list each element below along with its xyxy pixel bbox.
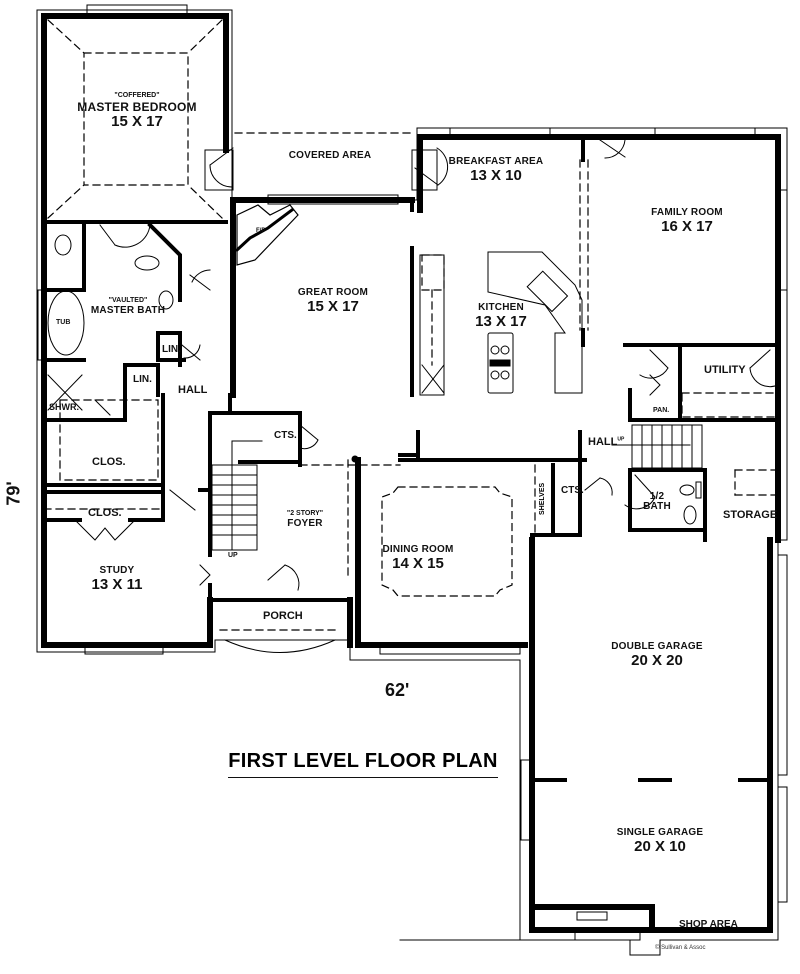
room-single-garage: SINGLE GARAGE 20 X 10 [616,827,704,855]
ceiling-note: "COFFERED" [114,92,160,99]
room-family-room: FAMILY ROOM 16 X 17 [651,207,723,235]
ceiling-note: "2 STORY" [286,510,324,517]
room-kitchen: KITCHEN 13 X 17 [475,302,527,330]
room-great-room: GREAT ROOM 15 X 17 [297,287,369,315]
room-dimensions: 20 X 10 [634,838,686,855]
room-foyer: "2 STORY" FOYER [287,510,323,529]
doors [74,139,779,591]
hall-label: HALLUP [588,436,624,448]
room-dimensions: 14 X 15 [392,555,444,572]
room-dimensions: 13 X 11 [91,576,143,593]
room-name: MASTER BEDROOM [77,100,197,114]
storage-label: STORAGE [723,509,778,521]
room-covered-area: COVERED AREA [289,151,372,161]
room-double-garage: DOUBLE GARAGE 20 X 20 [611,641,703,669]
room-name: DINING ROOM [382,544,454,555]
room-name: BREAKFAST AREA [448,156,544,167]
room-master-bedroom: "COFFERED" MASTER BEDROOM 15 X 17 [77,92,196,129]
bath-fixtures [47,234,702,525]
room-name: DOUBLE GARAGE [611,641,703,652]
ceiling-note: "VAULTED" [108,297,148,304]
porch-label: PORCH [263,610,303,622]
stair-up-label: UP [617,436,625,443]
shower-label: SHWR. [49,402,79,412]
room-breakfast-area: BREAKFAST AREA 13 X 10 [448,156,544,184]
room-master-bath: "VAULTED" MASTER BATH [91,297,165,316]
room-name: FAMILY ROOM [651,207,723,218]
shop-area-label: SHOP AREA [679,919,738,930]
closet-label: CLOS. [92,456,126,468]
dashed-lines [43,19,777,631]
kitchen-cabinets [419,251,583,396]
overall-depth-dimension: 79' [3,481,24,506]
closet-label: CLOS. [88,507,122,519]
interior-walls [42,135,780,782]
room-name: BATH [643,501,671,512]
room-name: MASTER BATH [90,305,166,316]
fireplace-label: F/P [256,228,266,234]
stair-up-label: UP [228,552,238,559]
porch-bay [224,639,336,653]
room-dimensions: 15 X 17 [111,113,163,130]
room-name: GREAT ROOM [297,287,369,298]
room-half-bath: 1/2 BATH [643,492,671,512]
coat-closet-label: CTS. [274,430,297,441]
linen-closet-label: LIN. [162,344,181,355]
plan-title: FIRST LEVEL FLOOR PLAN [228,750,498,778]
room-name: SINGLE GARAGE [616,827,704,838]
copyright-notice: © Sullivan & Assoc [655,945,706,951]
room-study: STUDY 13 X 11 [91,565,143,593]
column [351,455,359,463]
room-dimensions: 13 X 10 [470,167,522,184]
coat-closet-label: CTS. [561,485,584,496]
room-dimensions: 15 X 17 [307,298,359,315]
hall-label: HALL [178,384,208,396]
linen-closet-label: LIN. [133,374,152,385]
room-dimensions: 20 X 20 [631,652,683,669]
room-dimensions: 13 X 17 [475,313,527,330]
fireplace [234,204,299,266]
room-dining-room: DINING ROOM 14 X 15 [382,544,454,572]
hall-name: HALL [588,436,618,448]
stairs [211,424,703,551]
room-dimensions: 16 X 17 [661,218,713,235]
overall-width-dimension: 62' [385,680,410,700]
room-name: 1/2 [649,491,665,502]
utility-label: UTILITY [704,364,746,376]
windows [37,4,788,941]
room-name: FOYER [287,518,323,529]
exterior-walls [41,13,781,933]
room-name: STUDY [99,565,135,576]
pantry-label: PAN. [653,407,670,414]
shelves-label: SHELVES [539,482,546,515]
tub-label: TUB [56,319,71,326]
room-name: KITCHEN [478,302,524,313]
room-name: COVERED AREA [288,150,372,161]
